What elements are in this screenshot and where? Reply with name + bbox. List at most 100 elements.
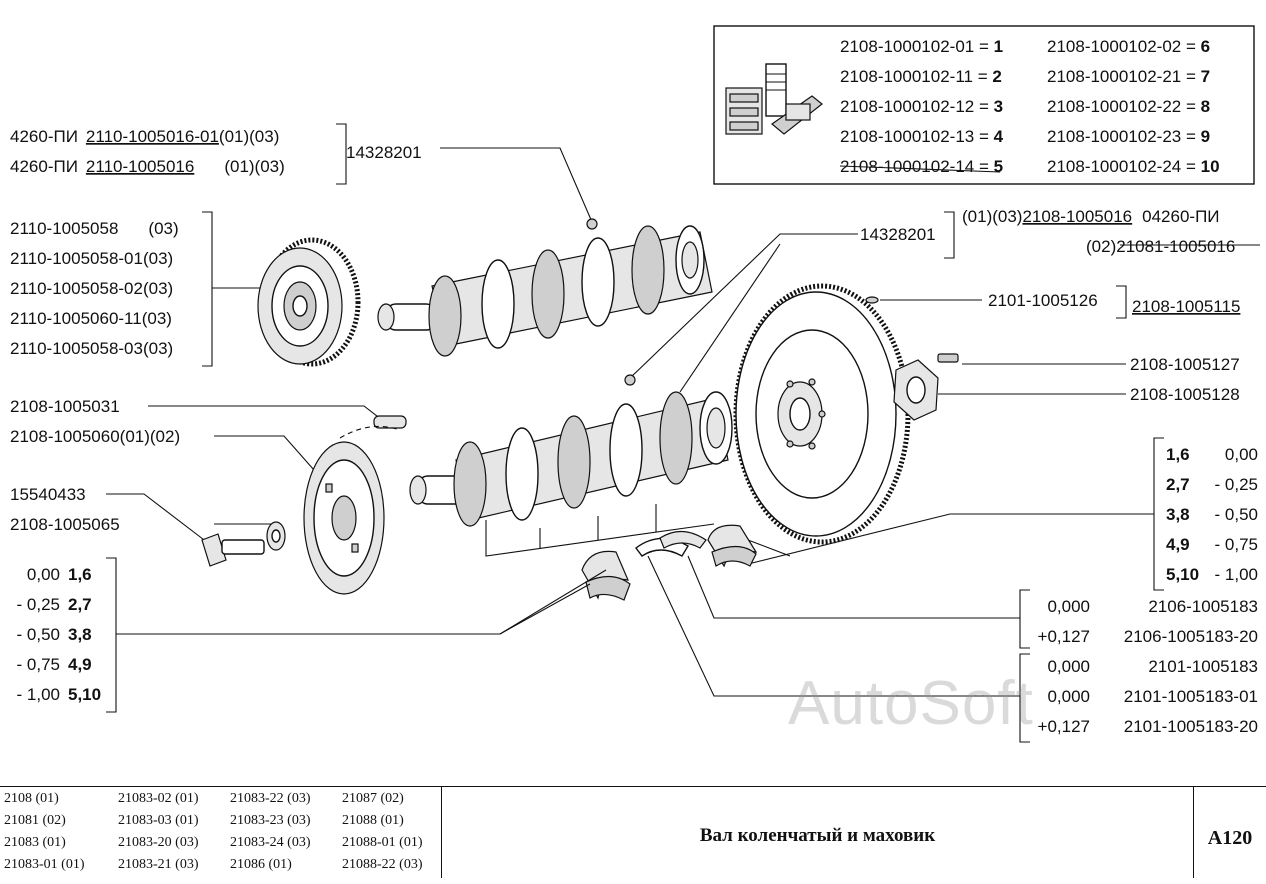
measuring-tool-icon	[725, 63, 823, 135]
svg-text:2108-1000102-12 = 3: 2108-1000102-12 = 3	[840, 97, 1003, 116]
svg-text:2110-1005058(03): 2110-1005058(03)	[10, 219, 179, 238]
svg-text:3,8: 3,8	[1166, 505, 1190, 524]
pulley-part-list: 2110-1005058(03) 2110-1005058-01(03) 211…	[10, 219, 179, 358]
model-cell: 21083-20 (03)	[118, 835, 199, 850]
svg-text:- 0,50: - 0,50	[17, 625, 60, 644]
conrod-bearing-shell	[581, 550, 631, 601]
flywheel-label: 2108-1005115	[1132, 297, 1240, 316]
plug-mid-label: 14328201	[860, 225, 936, 244]
svg-text:(02)21081-1005016: (02)21081-1005016	[1086, 237, 1235, 256]
model-cell: 21086 (01)	[230, 857, 292, 872]
thrust-ring-table-a: 0,000 2106-1005183 +0,127 2106-1005183-2…	[1019, 589, 1258, 649]
pulley-lower	[303, 441, 385, 595]
svg-text:- 0,75: - 0,75	[1215, 535, 1258, 554]
plug-top-label: 14328201	[346, 143, 422, 162]
model-applicability-table: 2108 (01) 21083-02 (01) 21083-22 (03) 21…	[0, 787, 442, 878]
svg-text:2110-1005060-11(03): 2110-1005060-11(03)	[10, 309, 172, 328]
svg-text:2101-1005183: 2101-1005183	[1148, 657, 1258, 676]
svg-text:2106-1005183-20: 2106-1005183-20	[1124, 627, 1258, 646]
svg-text:- 0,50: - 0,50	[1215, 505, 1258, 524]
svg-text:2108-1000102-11 = 2: 2108-1000102-11 = 2	[840, 67, 1002, 86]
svg-text:2108-1000102-14 = 5: 2108-1000102-14 = 5	[840, 157, 1003, 176]
svg-text:2101-1005183-01: 2101-1005183-01	[1124, 687, 1258, 706]
flywheel-bolt	[937, 353, 959, 363]
title-block: 2108 (01) 21083-02 (01) 21083-22 (03) 21…	[0, 786, 1266, 878]
svg-text:2101-1005183-20: 2101-1005183-20	[1124, 717, 1258, 736]
svg-text:4,9: 4,9	[1166, 535, 1190, 554]
model-cell: 21083-24 (03)	[230, 835, 311, 850]
svg-text:+0,127: +0,127	[1038, 627, 1090, 646]
bearing-legend-box: 2108-1000102-01 = 1 2108-1000102-02 = 6 …	[713, 25, 1255, 185]
flywheel-bolt-label: 2108-1005127	[1130, 355, 1240, 374]
svg-text:0,00: 0,00	[27, 565, 60, 584]
main-bearing-table: 1,6 0,00 2,7 - 0,25 3,8 - 0,50 4,9 - 0,7…	[1153, 437, 1258, 591]
watermark: AutoSoft	[788, 669, 1034, 738]
model-cell: 21083 (01)	[4, 835, 66, 850]
model-cell: 21083-01 (01)	[4, 857, 85, 872]
flywheel-washer-label: 2108-1005128	[1130, 385, 1240, 404]
page-title: Вал коленчатый и маховик	[442, 787, 1194, 878]
model-cell: 2108 (01)	[4, 791, 59, 806]
key-label: 2108-1005031	[10, 397, 120, 416]
svg-text:2108-1000102-23 = 9: 2108-1000102-23 = 9	[1047, 127, 1210, 146]
model-cell: 21088-22 (03)	[342, 857, 423, 872]
toothed-pulley-upper	[257, 237, 361, 367]
svg-text:4,9: 4,9	[68, 655, 92, 674]
bolt-label: 15540433	[10, 485, 86, 504]
model-cell: 21088-01 (01)	[342, 835, 423, 850]
pulley-washer	[266, 521, 286, 551]
svg-text:- 1,00: - 1,00	[1215, 565, 1258, 584]
svg-text:2110-1005058-02(03): 2110-1005058-02(03)	[10, 279, 173, 298]
washer-label: 2108-1005065	[10, 515, 120, 534]
svg-text:2108-1000102-21 = 7: 2108-1000102-21 = 7	[1047, 67, 1210, 86]
svg-text:+0,127: +0,127	[1038, 717, 1090, 736]
svg-text:2106-1005183: 2106-1005183	[1148, 597, 1258, 616]
page-code: A120	[1207, 827, 1253, 849]
model-cell: 21083-03 (01)	[118, 813, 199, 828]
model-cell: 21083-22 (03)	[230, 791, 311, 806]
flywheel-washer	[893, 359, 939, 421]
svg-text:2,7: 2,7	[68, 595, 92, 614]
svg-text:1,6: 1,6	[68, 565, 92, 584]
model-cell: 21083-02 (01)	[118, 791, 199, 806]
crankshaft-upper	[377, 218, 713, 357]
thrust-ring-b	[659, 530, 707, 549]
legend-row-2: 2108-1000102-11 = 2 2108-1000102-21 = 7	[840, 67, 1210, 86]
legend-row-3: 2108-1000102-12 = 3 2108-1000102-22 = 8	[840, 97, 1210, 116]
svg-text:2108-1000102-02 = 6: 2108-1000102-02 = 6	[1047, 37, 1210, 56]
svg-text:- 0,25: - 0,25	[17, 595, 60, 614]
svg-text:5,10: 5,10	[1166, 565, 1199, 584]
model-cell: 21088 (01)	[342, 813, 404, 828]
thrust-ring-table-b: 0,000 2101-1005183 0,000 2101-1005183-01…	[1019, 653, 1258, 743]
svg-text:2110-1005058-03(03): 2110-1005058-03(03)	[10, 339, 173, 358]
svg-text:0,00: 0,00	[1225, 445, 1258, 464]
svg-text:0,000: 0,000	[1047, 657, 1090, 676]
legend-row-1: 2108-1000102-01 = 1 2108-1000102-02 = 6	[840, 37, 1210, 56]
svg-text:2108-1000102-13 = 4: 2108-1000102-13 = 4	[840, 127, 1004, 146]
svg-text:2110-1005058-01(03): 2110-1005058-01(03)	[10, 249, 173, 268]
parts-diagram: 2108-1000102-01 = 1 2108-1000102-02 = 6 …	[10, 25, 1260, 743]
svg-text:0,000: 0,000	[1047, 597, 1090, 616]
svg-text:2108-1000102-22 = 8: 2108-1000102-22 = 8	[1047, 97, 1210, 116]
flywheel	[733, 283, 911, 545]
svg-text:2108-1000102-01 = 1: 2108-1000102-01 = 1	[840, 37, 1003, 56]
crankshaft-lower	[409, 374, 733, 527]
svg-text:5,10: 5,10	[68, 685, 101, 704]
svg-text:- 0,25: - 0,25	[1215, 475, 1258, 494]
svg-text:- 0,75: - 0,75	[17, 655, 60, 674]
svg-text:2,7: 2,7	[1166, 475, 1190, 494]
svg-text:- 1,00: - 1,00	[17, 685, 60, 704]
model-cell: 21083-23 (03)	[230, 813, 311, 828]
pulley-lower-label: 2108-1005060(01)(02)	[10, 427, 180, 446]
model-cell: 21083-21 (03)	[118, 857, 199, 872]
conrod-bearing-table: 0,00 1,6 - 0,25 2,7 - 0,50 3,8 - 0,75 4,…	[17, 557, 117, 713]
svg-text:0,000: 0,000	[1047, 687, 1090, 706]
legend-row-4: 2108-1000102-13 = 4 2108-1000102-23 = 9	[840, 127, 1210, 146]
svg-text:2108-1000102-24 = 10: 2108-1000102-24 = 10	[1047, 157, 1220, 176]
svg-text:1,6: 1,6	[1166, 445, 1190, 464]
svg-text:3,8: 3,8	[68, 625, 92, 644]
